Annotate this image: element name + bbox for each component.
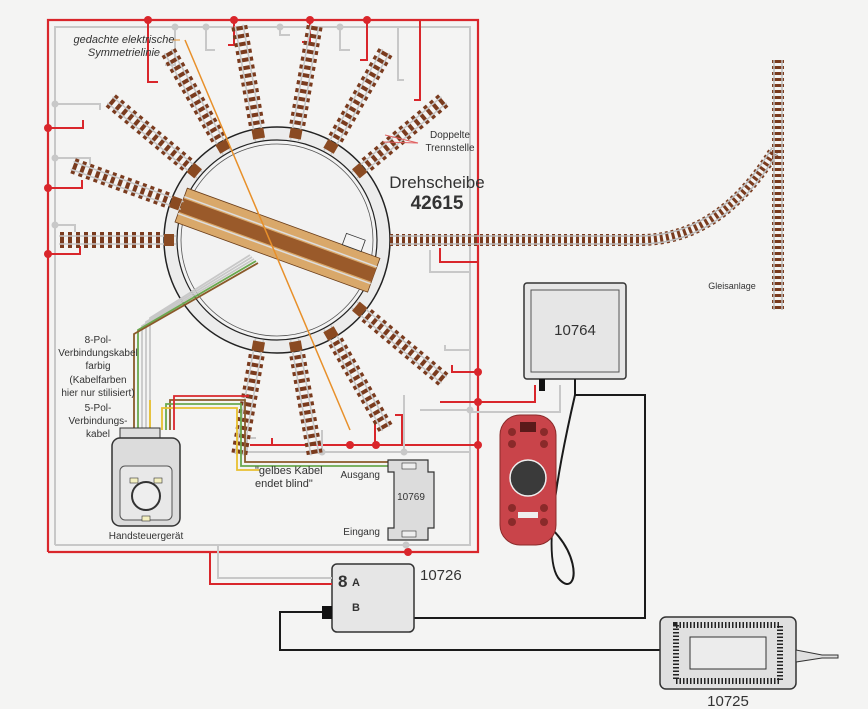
module-10725 [659, 616, 839, 690]
module-10764-label: 10764 [554, 322, 596, 339]
cable8-label-1: 8-Pol- [85, 335, 112, 346]
turntable [163, 126, 391, 354]
radial-track [351, 94, 449, 179]
yellow-cable-label-2: endet blind" [255, 478, 313, 490]
module-10769 [387, 459, 435, 541]
radial-track [288, 338, 323, 456]
hand-controller-label: Handsteuergerät [109, 531, 184, 542]
module-10769-label: 10769 [397, 492, 425, 503]
double-separation-pointer [382, 134, 419, 144]
cable8-label-4: (Kabelfarben [69, 375, 126, 386]
yellow-cable-label-1: "gelbes Kabel [255, 465, 323, 477]
wiring-frame [46, 18, 480, 554]
symmetry-label-1: gedachte elektrische [74, 34, 175, 46]
exit-track [390, 60, 784, 310]
radial-track [323, 325, 393, 432]
radial-track [70, 158, 184, 211]
cable8-label-2: Verbindungskabel [58, 348, 138, 359]
black-wires [279, 379, 662, 651]
module-10726-port-8: 8 [338, 572, 347, 591]
cable5-label-2: Verbindungs- [69, 416, 128, 427]
cable8-label-5: hier nur stilisiert) [61, 388, 134, 399]
double-separation-label-2: Trennstelle [425, 143, 475, 154]
junction-dots [44, 16, 482, 556]
radial-track [59, 232, 176, 248]
radial-track [351, 301, 449, 386]
radial-track [323, 48, 393, 155]
turntable-number: 42615 [411, 193, 464, 214]
module-10726 [209, 545, 415, 633]
input-label: Eingang [343, 527, 380, 538]
module-10764 [523, 282, 627, 391]
cable5-label-3: kabel [86, 429, 110, 440]
cable5-label-1: 5-Pol- [85, 403, 112, 414]
module-10725-label: 10725 [707, 693, 749, 709]
track-layout-label: Gleisanlage [708, 281, 756, 291]
hand-controller [111, 427, 181, 527]
module-10726-port-b: B [352, 602, 360, 614]
multimaus-controller[interactable] [499, 414, 557, 546]
radial-track [161, 48, 231, 155]
radial-track [105, 94, 203, 179]
cable-bundle-8pol [133, 254, 259, 430]
symmetry-line [184, 39, 351, 431]
symmetry-label-2: Symmetrielinie [88, 47, 160, 59]
turntable-name: Drehscheibe [389, 173, 484, 192]
module-10726-port-a: A [352, 577, 360, 589]
cable8-label-3: farbig [85, 361, 110, 372]
junction-dots-grey [51, 23, 474, 549]
turntable-tracks [59, 24, 449, 456]
radial-track [231, 24, 266, 142]
radial-track [288, 24, 323, 142]
module-10726-label: 10726 [420, 567, 462, 584]
output-label: Ausgang [341, 470, 380, 481]
double-separation-label-1: Doppelte [430, 130, 470, 141]
